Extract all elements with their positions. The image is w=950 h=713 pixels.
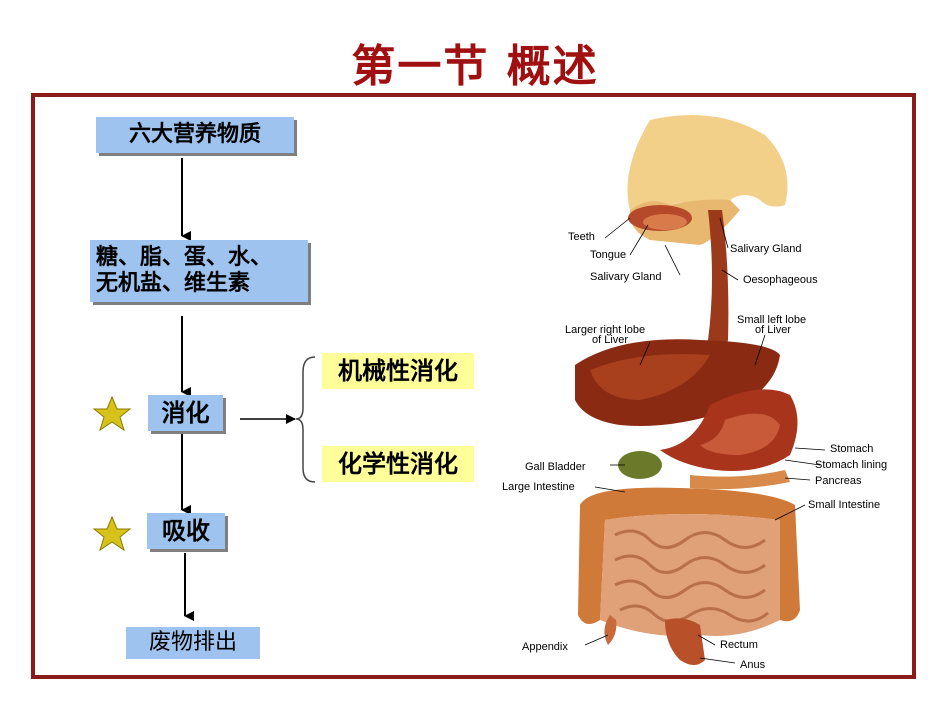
- label-tongue: Tongue: [590, 249, 626, 261]
- label-small-intestine: Small Intestine: [808, 499, 880, 511]
- label-pancreas: Pancreas: [815, 475, 862, 487]
- label-teeth: Teeth: [568, 231, 595, 243]
- digestive-system-illustration: Teeth Tongue Salivary Gland Salivary Gla…: [502, 115, 887, 671]
- page-title: 第一节 概述: [351, 41, 599, 92]
- star-icon-absorption: [92, 515, 132, 552]
- label-stomach-lining: Stomach lining: [815, 459, 887, 471]
- chemical-digestion-label: 化学性消化: [322, 446, 474, 482]
- label-larger-right-lobe-2: of Liver: [592, 334, 628, 346]
- absorption-box: 吸收: [147, 513, 225, 549]
- nutrient-list-line1: 糖、脂、蛋、水、: [96, 245, 273, 270]
- brace: [295, 356, 316, 483]
- label-rectum: Rectum: [720, 639, 758, 651]
- excretion-box: 废物排出: [126, 627, 260, 659]
- label-large-intestine: Large Intestine: [502, 481, 575, 493]
- label-small-left-lobe-2: of Liver: [755, 324, 791, 336]
- star-icon-digestion: [92, 395, 132, 432]
- label-salivary-gland-right: Salivary Gland: [730, 243, 802, 255]
- label-small-left-lobe-1: Small left lobe: [737, 314, 806, 326]
- label-anus: Anus: [740, 659, 766, 671]
- nutrient-list-line2: 无机盐、维生素: [96, 271, 251, 296]
- label-stomach: Stomach: [830, 443, 873, 455]
- content-frame: [31, 93, 916, 679]
- label-oesophageous: Oesophageous: [743, 274, 818, 286]
- nutrients-box: 六大营养物质: [96, 117, 294, 153]
- mechanical-digestion-label: 机械性消化: [322, 353, 474, 389]
- digestion-box: 消化: [148, 395, 223, 431]
- label-larger-right-lobe-1: Larger right lobe: [565, 324, 645, 336]
- label-salivary-gland-left: Salivary Gland: [590, 271, 662, 283]
- label-gall-bladder: Gall Bladder: [525, 461, 586, 473]
- label-appendix: Appendix: [522, 641, 568, 653]
- nutrient-list-box: 糖、脂、蛋、水、 无机盐、维生素: [90, 240, 308, 302]
